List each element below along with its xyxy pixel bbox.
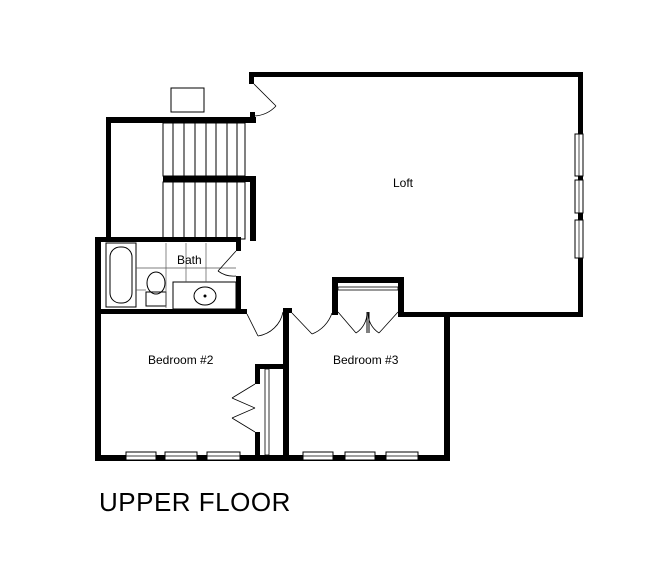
vanity (172, 281, 237, 310)
bedroom3-door (291, 312, 333, 335)
room-label-loft: Loft (393, 176, 414, 190)
loft-walls (249, 72, 584, 317)
bedroom2-door (246, 311, 284, 337)
plan-title: UPPER FLOOR (99, 487, 291, 517)
stair-walls (106, 112, 256, 242)
chimney-box (170, 87, 205, 113)
lower-walls (95, 237, 450, 461)
room-label-bedroom2: Bedroom #2 (148, 353, 214, 367)
bedroom2-closet (231, 364, 288, 458)
room-label-bedroom3: Bedroom #3 (333, 353, 399, 367)
toilet-bowl (146, 271, 166, 295)
bath-fixtures (105, 242, 237, 310)
loft-door (253, 83, 277, 117)
room-label-bath: Bath (177, 253, 202, 267)
stairs (162, 122, 246, 240)
bedroom3-closet-doors (337, 311, 399, 334)
sink (193, 286, 217, 306)
